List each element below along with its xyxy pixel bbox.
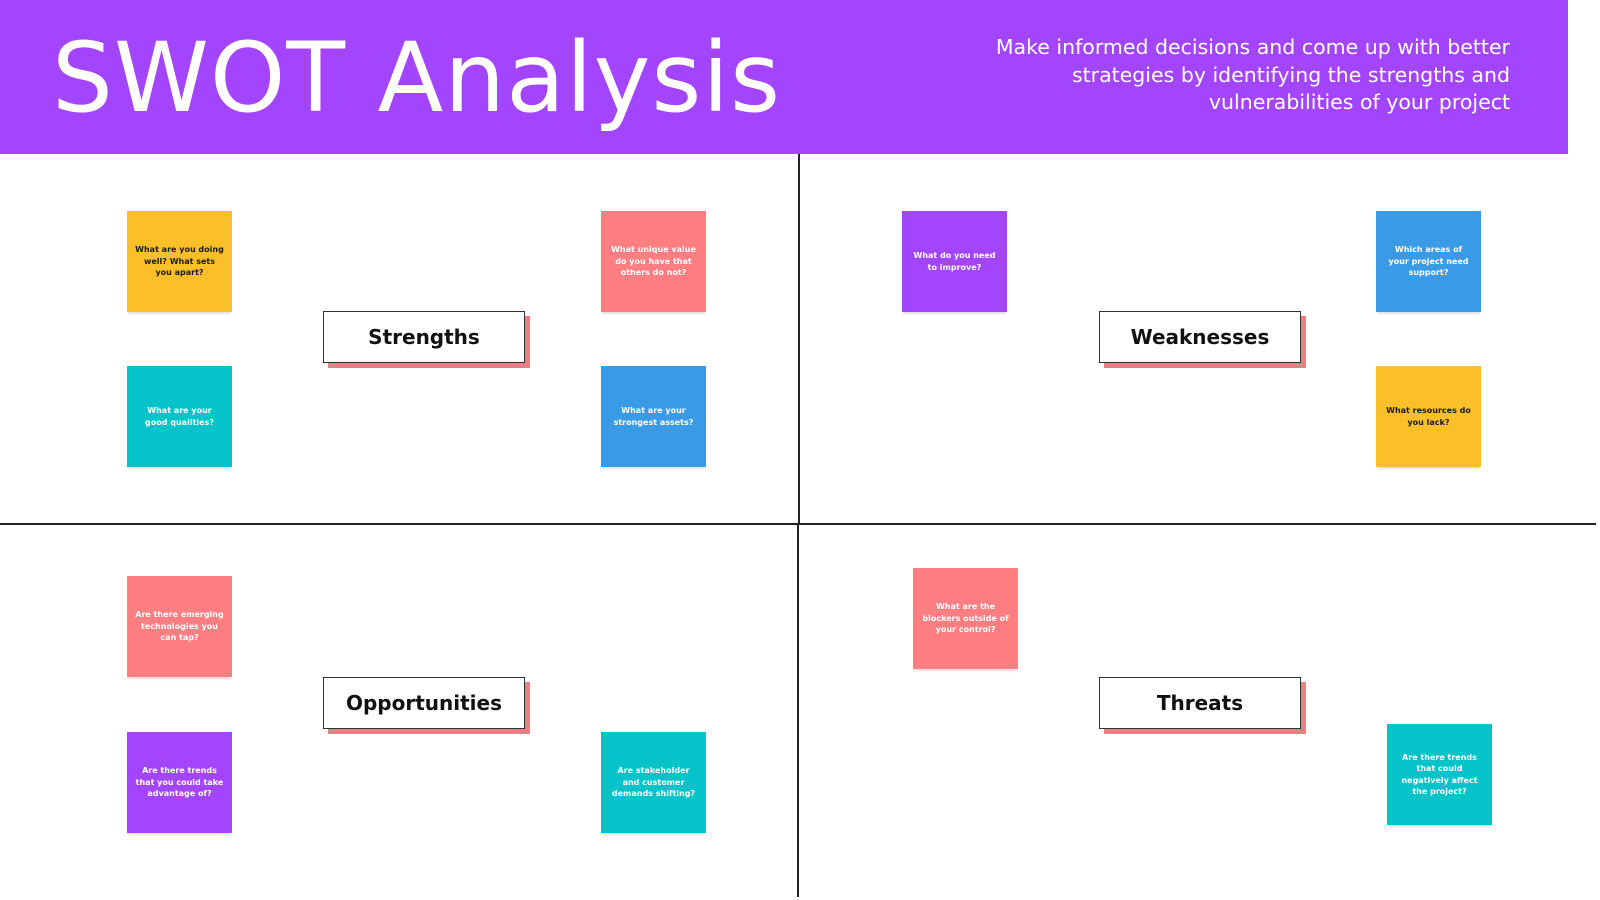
sticky-note: Which areas of your project need support… bbox=[1376, 211, 1481, 312]
strengths-label: Strengths bbox=[323, 311, 525, 363]
sticky-note: Are there emerging technologies you can … bbox=[127, 576, 232, 677]
weaknesses-label: Weaknesses bbox=[1099, 311, 1301, 363]
sticky-note: What resources do you lack? bbox=[1376, 366, 1481, 467]
opportunities-label: Opportunities bbox=[323, 677, 525, 729]
sticky-note: What unique value do you have that other… bbox=[601, 211, 706, 312]
sticky-note: What do you need to improve? bbox=[902, 211, 1007, 312]
vertical-divider-bottom bbox=[797, 525, 799, 897]
vertical-divider-top bbox=[798, 154, 800, 525]
threats-label: Threats bbox=[1099, 677, 1301, 729]
sticky-note: What are you doing well? What sets you a… bbox=[127, 211, 232, 312]
sticky-note: What are your good qualities? bbox=[127, 366, 232, 467]
page-subtitle: Make informed decisions and come up with… bbox=[995, 35, 1510, 114]
sticky-note: Are there trends that could negatively a… bbox=[1387, 724, 1492, 825]
sticky-note: Are there trends that you could take adv… bbox=[127, 732, 232, 833]
sticky-note: Are stakeholder and customer demands shi… bbox=[601, 732, 706, 833]
header-banner: SWOT Analysis Make informed decisions an… bbox=[0, 0, 1568, 154]
sticky-note: What are the blockers outside of your co… bbox=[913, 568, 1018, 669]
page-title: SWOT Analysis bbox=[52, 22, 782, 134]
sticky-note: What are your strongest assets? bbox=[601, 366, 706, 467]
